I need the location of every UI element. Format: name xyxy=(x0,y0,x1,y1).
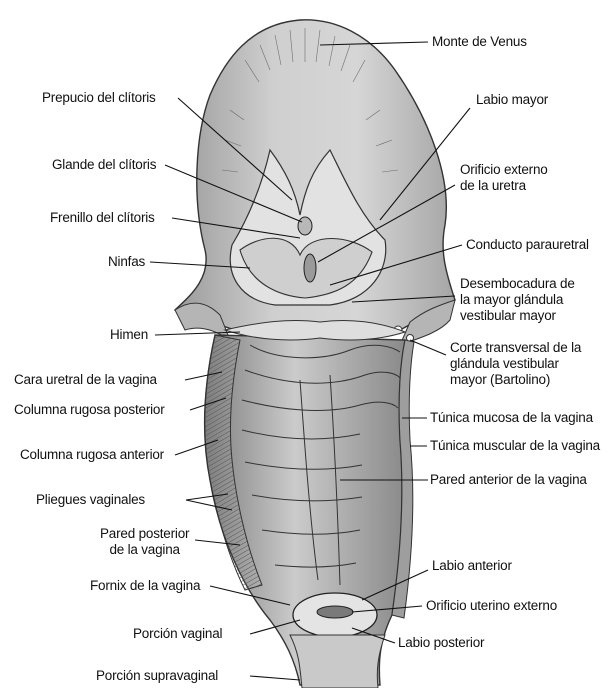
leader-corte xyxy=(410,340,446,355)
label-frenillo-clitoris: Frenillo del clítoris xyxy=(50,210,155,226)
label-labio-anterior: Labio anterior xyxy=(432,558,512,574)
label-tunica-mucosa: Túnica mucosa de la vagina xyxy=(430,410,593,426)
label-tunica-muscular: Túnica muscular de la vagina xyxy=(430,438,600,454)
label-fornix-vagina: Fornix de la vagina xyxy=(90,578,200,594)
urethral-orifice-shape xyxy=(304,254,316,282)
label-columna-rugosa-posterior: Columna rugosa posterior xyxy=(14,402,165,418)
label-porcion-supravaginal: Porción supravaginal xyxy=(96,668,218,684)
label-columna-rugosa-anterior: Columna rugosa anterior xyxy=(20,447,164,463)
label-labio-mayor: Labio mayor xyxy=(476,92,548,108)
label-orificio-uterino: Orificio uterino externo xyxy=(426,598,557,614)
label-orificio-uretra: Orificio externo de la uretra xyxy=(460,162,548,194)
label-porcion-vaginal: Porción vaginal xyxy=(133,626,222,642)
label-monte-venus: Monte de Venus xyxy=(432,34,527,50)
label-cara-uretral: Cara uretral de la vagina xyxy=(14,372,157,388)
label-labio-posterior: Labio posterior xyxy=(398,635,484,651)
label-pared-anterior: Pared anterior de la vagina xyxy=(430,472,587,488)
leader-porcion-supravaginal xyxy=(250,676,300,680)
supravaginal-portion xyxy=(290,635,385,688)
label-corte-transversal: Corte transversal de la glándula vestibu… xyxy=(450,340,581,388)
clitoral-glans-shape xyxy=(298,217,312,235)
label-pliegues-vaginales: Pliegues vaginales xyxy=(36,492,145,508)
label-himen: Himen xyxy=(110,327,148,343)
external-os-shape xyxy=(317,606,353,618)
label-pared-posterior: Pared posterior de la vagina xyxy=(100,526,189,558)
label-conducto-parauretral: Conducto parauretral xyxy=(466,237,589,253)
label-desembocadura: Desembocadura de la mayor glándula vesti… xyxy=(460,276,575,324)
label-ninfas: Ninfas xyxy=(108,254,145,270)
label-prepucio-clitoris: Prepucio del clítoris xyxy=(42,90,156,106)
label-glande-clitoris: Glande del clítoris xyxy=(52,157,156,173)
